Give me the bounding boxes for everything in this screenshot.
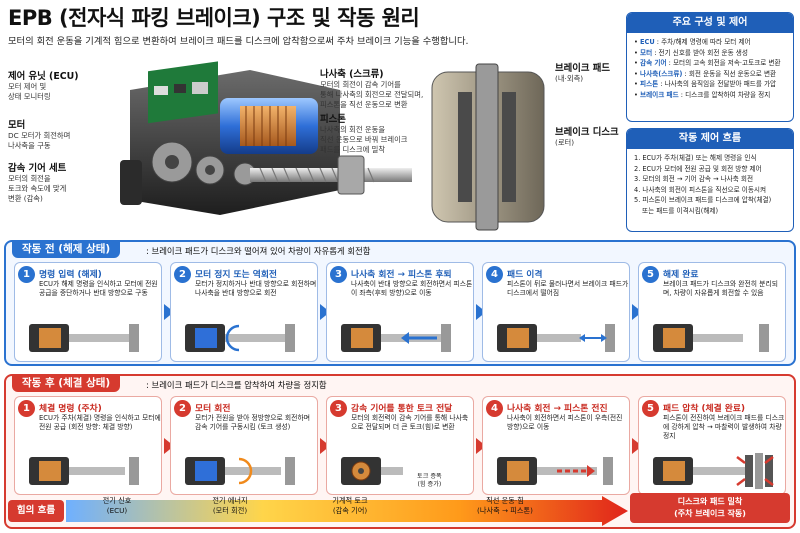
control-flow-panel: 작동 제어 흐름 1. ECU가 주차(체결) 또는 해제 명령을 인식 2. … (626, 128, 794, 232)
step-number: 4 (486, 400, 503, 417)
components-panel-title: 주요 구성 및 제어 (627, 13, 793, 33)
component-item: • 모터 : 전기 신호를 받아 회전 운동 생성 (634, 48, 748, 57)
step-number: 3 (330, 266, 347, 283)
step-number: 1 (18, 266, 35, 283)
step-title: 나사축 회전 → 피스톤 전진 (507, 404, 608, 414)
before-step-card: 1 명령 입력 (해제) ECU가 해제 명령을 인식하고 모터에 전원 공급을… (14, 262, 162, 362)
control-flow-item: 또는 패드를 이격시킴(해제) (642, 206, 719, 215)
section-before-release: 작동 전 (해제 상태) : 브레이크 패드가 디스크와 떨어져 있어 차량이 … (4, 240, 796, 366)
before-step-card: 4 패드 이격 피스톤이 뒤로 물러나면서 브레이크 패드가 디스크에서 떨어짐 (482, 262, 630, 362)
page-title: EPB (전자식 파킹 브레이크) 구조 및 작동 원리 (8, 6, 420, 30)
step-title: 나사축 회전 → 피스톤 후퇴 (351, 270, 452, 280)
after-step-card: 1 체결 명령 (주차) ECU가 주차(체결) 명령을 인식하고 모터에 전원… (14, 396, 162, 495)
step-title: 패드 이격 (507, 270, 543, 280)
callout-brake-pad: 브레이크 패드(내·외측) (555, 63, 611, 83)
force-flow-stage: 전기 신호(ECU) (102, 496, 132, 515)
torque-note: 토크 증폭(힘 증가) (417, 473, 442, 488)
actuator-mini-icon (341, 324, 451, 352)
after-step-card: 5 패드 압착 (체결 완료) 피스톤이 전진하여 브레이크 패드를 디스크에 … (638, 396, 786, 495)
step-number: 3 (330, 400, 347, 417)
step-number: 4 (486, 266, 503, 283)
component-item: • 피스톤 : 나사축의 움직임을 전달받아 패드를 가압 (634, 80, 777, 89)
step-arrow-icon (632, 304, 642, 320)
force-flow-tag: 힘의 흐름 (8, 500, 64, 522)
control-flow-item: 4. 나사축의 회전이 피스톤을 직선으로 이동시켜 (634, 185, 767, 194)
actuator-mini-icon (497, 324, 615, 352)
after-step-card: 3 감속 기어를 통한 토크 전달 모터의 회전력이 감속 기어를 통해 나사축… (326, 396, 474, 495)
component-item: • ECU : 주차/해제 명령에 따라 모터 제어 (634, 38, 751, 46)
step-title: 명령 입력 (해제) (39, 270, 102, 280)
actuator-mini-icon (653, 324, 769, 352)
step-arrow-icon (164, 304, 174, 320)
step-desc: 피스톤이 뒤로 물러나면서 브레이크 패드가 디스크에서 떨어짐 (507, 280, 629, 297)
step-desc: 모터가 전원을 받아 정방향으로 회전하며 감속 기어를 구동시킴 (토크 생성… (195, 414, 310, 431)
force-flow-stage: 기계적 토크(감속 기어) (332, 496, 368, 515)
control-flow-item: 3. 모터의 회전 → 기어 감속 → 나사축 회전 (634, 175, 754, 184)
step-number: 5 (642, 400, 659, 417)
component-item: • 나사축(스크류) : 회전 운동을 직선 운동으로 변환 (634, 69, 777, 78)
brake-caliper-illustration (431, 63, 545, 231)
force-flow-final: 디스크와 패드 밀착(주차 브레이크 작동) (630, 493, 790, 523)
step-desc: 모터가 정지하거나 반대 방향으로 회전하며 나사축을 반대 방향으로 회전 (195, 280, 317, 297)
step-arrow-icon (476, 304, 486, 320)
force-flow-stage: 전기 에너지(모터 회전) (212, 496, 248, 515)
actuator-mini-icon (185, 324, 295, 352)
after-step-card: 4 나사축 회전 → 피스톤 전진 나사축이 회전하면서 피스톤이 우측(전진 … (482, 396, 630, 495)
before-step-card: 2 모터 정지 또는 역회전 모터가 정지하거나 반대 방향으로 회전하며 나사… (170, 262, 318, 362)
step-arrow-icon (320, 304, 330, 320)
step-arrow-icon (632, 438, 642, 454)
control-flow-item: 2. ECU가 모터에 전원 공급 및 회전 방향 제어 (634, 164, 762, 173)
step-arrow-icon (476, 438, 486, 454)
step-arrow-icon (164, 438, 174, 454)
section-after-desc: : 브레이크 패드가 디스크를 압착하여 차량을 정지함 (146, 380, 327, 390)
step-number: 2 (174, 266, 191, 283)
step-desc: 피스톤이 전진하여 브레이크 패드를 디스크에 강하게 압착 → 마찰력이 발생… (663, 414, 785, 440)
actuator-mini-icon (29, 457, 139, 485)
section-before-desc: : 브레이크 패드가 디스크와 떨어져 있어 차량이 자유롭게 회전함 (146, 246, 371, 256)
callout-brake-disc: 브레이크 디스크(로터) (555, 127, 619, 147)
component-item: • 브레이크 패드 : 디스크를 압착하여 차량을 정지 (634, 90, 771, 99)
control-flow-panel-title: 작동 제어 흐름 (627, 129, 793, 149)
before-step-card: 3 나사축 회전 → 피스톤 후퇴 나사축이 반대 방향으로 회전하면서 피스톤… (326, 262, 474, 362)
step-title: 패드 압착 (체결 완료) (663, 404, 745, 414)
pad-clamp-icon (653, 453, 774, 489)
step-desc: 모터의 회전력이 감속 기어를 통해 나사축으로 전달되며 더 큰 토크(힘)로… (351, 414, 469, 431)
step-title: 모터 회전 (195, 404, 231, 414)
gear-torque-icon (341, 457, 403, 485)
step-number: 1 (18, 400, 35, 417)
step-number: 5 (642, 266, 659, 283)
page-subtitle: 모터의 회전 운동을 기계적 힘으로 변환하여 브레이크 패드를 디스크에 압착… (8, 36, 469, 47)
section-after-tag: 작동 후 (체결 상태) (12, 374, 121, 392)
step-desc: ECU가 주차(체결) 명령을 인식하고 모터에 전원 공급 (회전 방향: 체… (39, 414, 161, 431)
step-title: 해제 완료 (663, 270, 699, 280)
force-flow-arrow (66, 496, 628, 526)
step-title: 감속 기어를 통한 토크 전달 (351, 404, 453, 414)
step-title: 모터 정지 또는 역회전 (195, 270, 278, 280)
step-number: 2 (174, 400, 191, 417)
after-step-card: 2 모터 회전 모터가 전원을 받아 정방향으로 회전하며 감속 기어를 구동시… (170, 396, 318, 495)
step-arrow-icon (320, 438, 330, 454)
step-title: 체결 명령 (주차) (39, 404, 102, 414)
section-before-tag: 작동 전 (해제 상태) (12, 240, 121, 258)
control-flow-item: 5. 피스톤이 브레이크 패드를 디스크에 압착(체결) (634, 196, 772, 205)
actuator-mini-icon (29, 324, 139, 352)
step-desc: ECU가 해제 명령을 인식하고 모터에 전원 공급을 중단하거나 반대 방향으… (39, 280, 158, 297)
step-desc: 브레이크 패드가 디스크와 완전히 분리되며, 차량이 자유롭게 회전할 수 있… (663, 280, 778, 297)
actuator-mini-icon (185, 457, 295, 485)
force-flow-stage: 직선 운동·힘(나사축 → 피스톤) (477, 496, 533, 515)
components-panel: 주요 구성 및 제어 • ECU : 주차/해제 명령에 따라 모터 제어 • … (626, 12, 794, 122)
step-desc: 나사축이 반대 방향으로 회전하면서 피스톤이 좌측(후퇴 방향)으로 이동 (351, 280, 473, 297)
control-flow-item: 1. ECU가 주차(체결) 또는 해제 명령을 인식 (634, 154, 757, 162)
epb-actuator-illustration (120, 61, 412, 215)
actuator-mini-icon (497, 457, 613, 485)
component-item: • 감속 기어 : 모터의 고속 회전을 저속·고토크로 변환 (634, 59, 781, 68)
step-desc: 나사축이 회전하면서 피스톤이 우측(전진 방향)으로 이동 (507, 414, 623, 431)
before-step-card: 5 해제 완료 브레이크 패드가 디스크와 완전히 분리되며, 차량이 자유롭게… (638, 262, 786, 362)
